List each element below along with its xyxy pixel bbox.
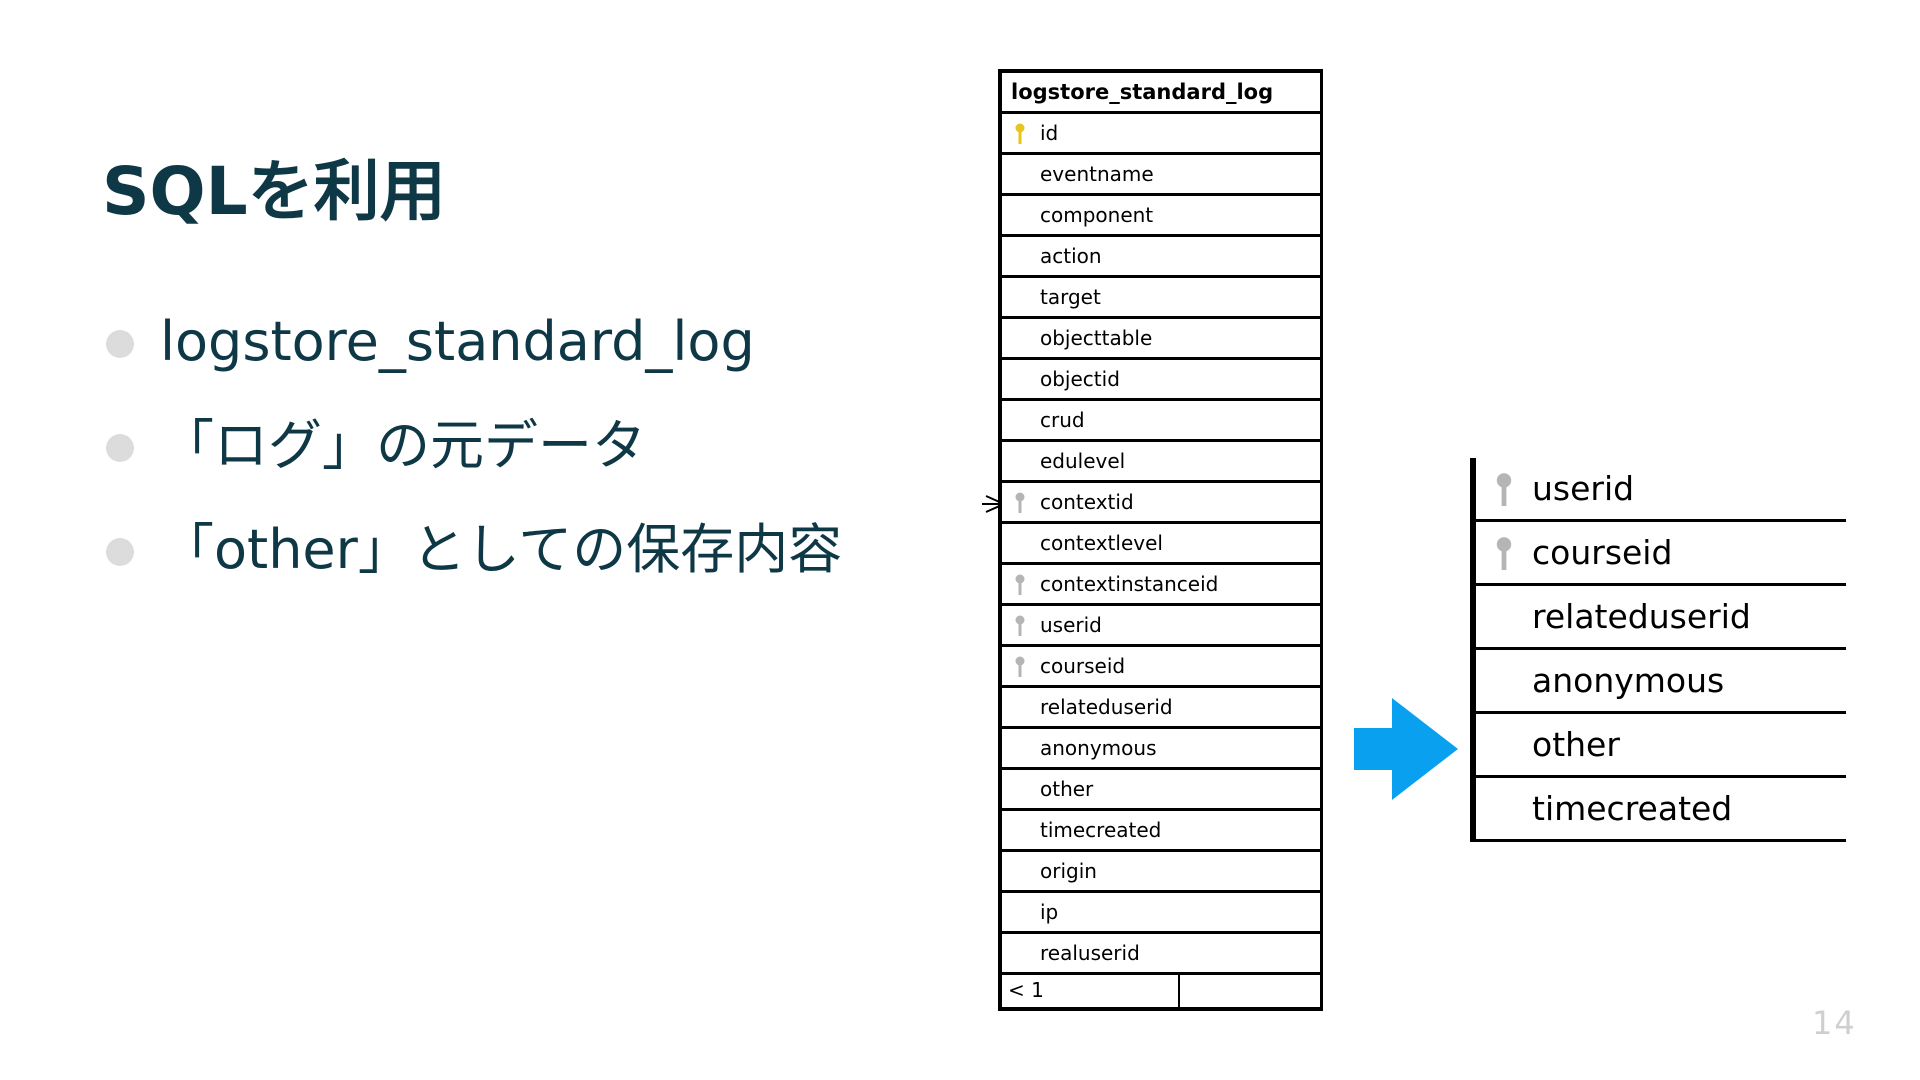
foreign-key-icon [1496,473,1512,506]
primary-key-icon [1015,123,1025,144]
field-row-timecreated: timecreated [1002,811,1320,852]
field-name: timecreated [1040,818,1162,842]
field-row-target: target [1002,278,1320,319]
field-name: courseid [1040,654,1126,678]
field-name: target [1040,285,1101,309]
field-row-contextinstanceid: contextinstanceid [1002,565,1320,606]
field-name: userid [1040,613,1102,637]
schema-field-list: id eventname component action target objectta… [1002,114,1320,975]
field-name: crud [1040,408,1085,432]
slide-title: SQLを利用 [102,153,446,230]
field-row-userid: userid [1002,606,1320,647]
field-name: relateduserid [1040,695,1173,719]
field-name: objectid [1040,367,1120,391]
field-name: objecttable [1040,326,1153,350]
zoomed-field-list: userid courseid relateduserid anonymous othe… [1476,458,1846,842]
arrow-right-icon [1354,698,1458,800]
field-name: action [1040,244,1102,268]
schema-footer-right [1180,975,1320,1007]
bullet-text: 「ログ」の元データ [160,414,646,477]
field-name: ip [1040,900,1059,924]
bullet-text: logstore_standard_log [160,310,755,373]
field-name: realuserid [1040,941,1140,965]
field-row-other: other [1476,714,1846,778]
bullet-dot-icon [106,538,134,566]
field-row-anonymous: anonymous [1476,650,1846,714]
field-row-timecreated: timecreated [1476,778,1846,842]
schema-table-footer: < 1 [1002,975,1320,1007]
field-name: eventname [1040,162,1154,186]
field-row-action: action [1002,237,1320,278]
bullet-text: 「other」としての保存内容 [160,518,843,581]
field-row-eventname: eventname [1002,155,1320,196]
foreign-key-icon [1015,615,1025,636]
field-row-id: id [1002,114,1320,155]
field-name: relateduserid [1532,597,1751,636]
field-row-other: other [1002,770,1320,811]
page-number: 14 [1812,1004,1857,1042]
field-row-origin: origin [1002,852,1320,893]
field-row-objecttable: objecttable [1002,319,1320,360]
arrow-shape [1354,698,1458,800]
schema-footer-left: < 1 [1002,975,1180,1007]
field-name: contextid [1040,490,1134,514]
field-row-crud: crud [1002,401,1320,442]
foreign-key-icon [1015,492,1025,513]
field-row-contextlevel: contextlevel [1002,524,1320,565]
field-row-contextid: contextid [1002,483,1320,524]
field-name: id [1040,121,1059,145]
field-name: contextinstanceid [1040,572,1219,596]
field-row-objectid: objectid [1002,360,1320,401]
field-name: userid [1532,469,1635,508]
foreign-key-icon [1015,574,1025,595]
field-row-courseid: courseid [1002,647,1320,688]
field-row-anonymous: anonymous [1002,729,1320,770]
field-row-userid: userid [1476,458,1846,522]
field-name: anonymous [1040,736,1157,760]
field-name: anonymous [1532,661,1725,700]
bullet-dot-icon [106,434,134,462]
field-name: courseid [1532,533,1673,572]
field-name: edulevel [1040,449,1126,473]
field-row-ip: ip [1002,893,1320,934]
field-row-relateduserid: relateduserid [1002,688,1320,729]
field-name: component [1040,203,1154,227]
field-name: origin [1040,859,1097,883]
field-row-component: component [1002,196,1320,237]
bullet-dot-icon [106,330,134,358]
field-row-realuserid: realuserid [1002,934,1320,975]
field-name: other [1532,725,1620,764]
field-name: contextlevel [1040,531,1163,555]
foreign-key-icon [1496,537,1512,570]
foreign-key-icon [1015,656,1025,677]
field-row-edulevel: edulevel [1002,442,1320,483]
field-name: timecreated [1532,789,1733,828]
schema-table: logstore_standard_log id eventname compone… [998,69,1323,1011]
zoomed-table: userid courseid relateduserid anonymous othe… [1470,458,1846,842]
schema-table-title: logstore_standard_log [1002,73,1320,114]
field-row-courseid: courseid [1476,522,1846,586]
field-name: other [1040,777,1094,801]
field-row-relateduserid: relateduserid [1476,586,1846,650]
